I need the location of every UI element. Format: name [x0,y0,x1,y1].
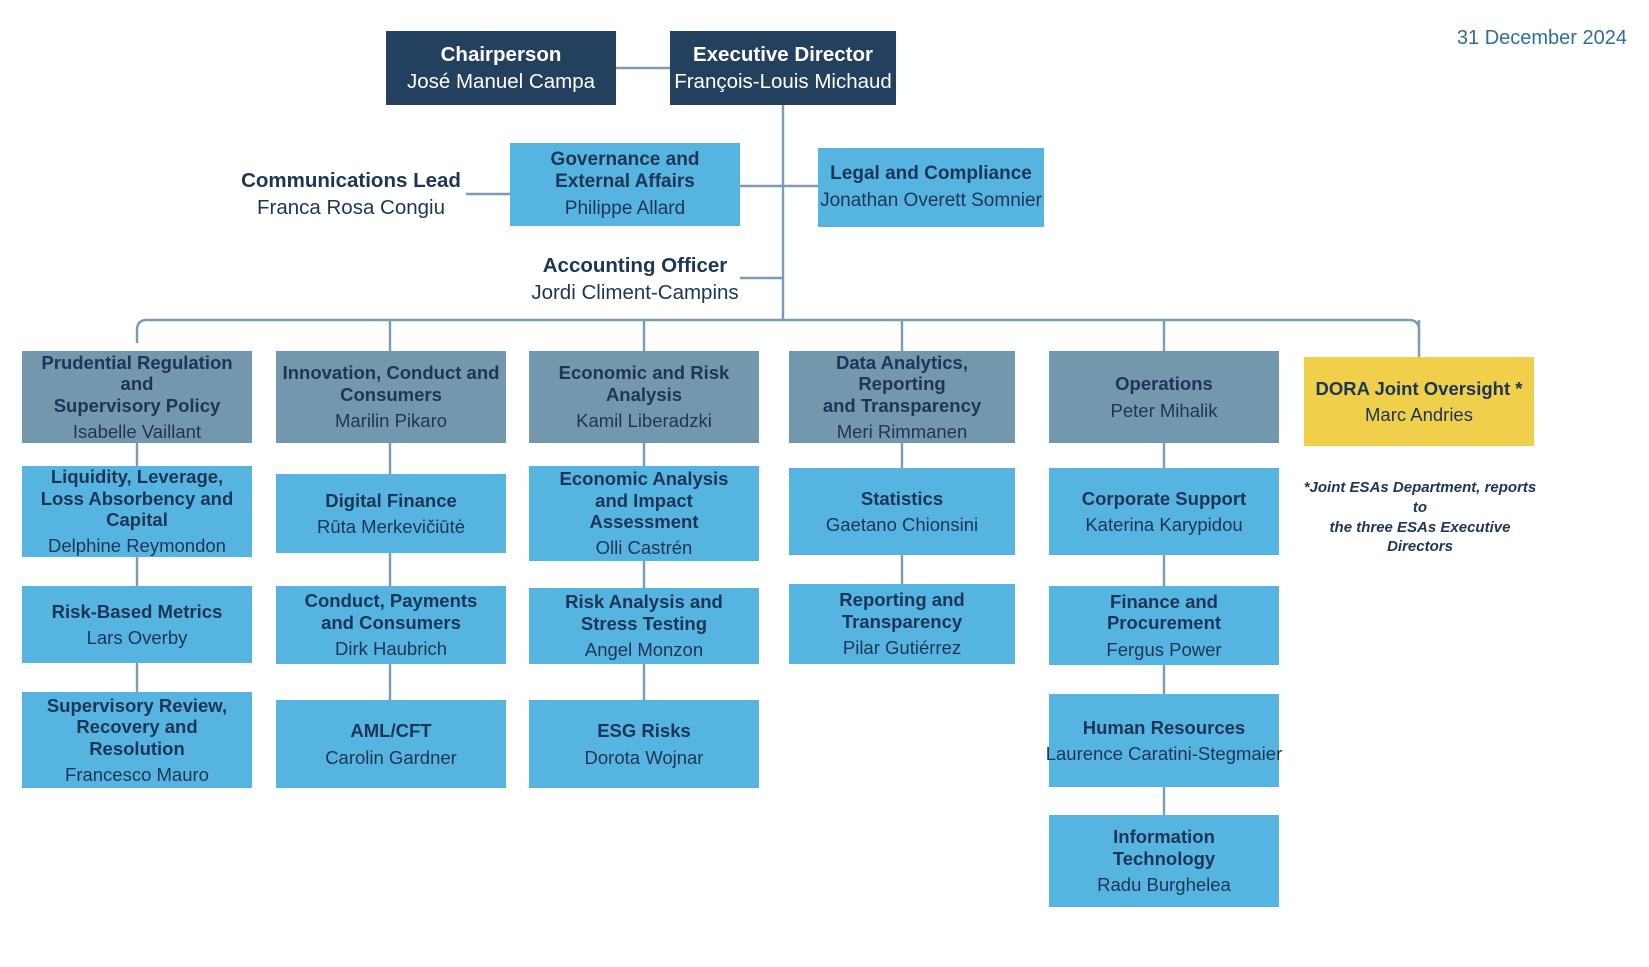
department-prudential-regulation-and-supervisory-policy[interactable]: Prudential Regulation and Supervisory Po… [22,351,252,443]
unit-human-resources[interactable]: Human Resources Laurence Caratini-Stegma… [1046,694,1282,787]
node-person: Kamil Liberadzki [576,410,712,432]
node-person: Fergus Power [1106,638,1222,660]
unit-information-technology[interactable]: Information Technology Radu Burghelea [1049,815,1279,907]
node-person: Delphine Reymondon [48,535,226,557]
node-title: AML/CFT [350,720,432,742]
node-person: Francesco Mauro [65,763,209,785]
node-legal-and-compliance[interactable]: Legal and Compliance Jonathan Overett So… [818,148,1044,227]
node-title: Economic Analysis and Impact Assessment [559,468,729,532]
node-person: Marilin Pikaro [334,410,448,432]
unit-digital-finance[interactable]: Digital Finance Rūta Merkevičiūtė [276,474,506,553]
node-person: Laurence Caratini-Stegmaier [1045,743,1283,764]
unit-reporting-and-transparency[interactable]: Reporting and Transparency Pilar Gutiérr… [789,584,1015,664]
department-operations[interactable]: Operations Peter Mihalik [1049,351,1279,443]
unit-liquidity-leverage-loss-absorbency-and-capital[interactable]: Liquidity, Leverage, Loss Absorbency and… [22,466,252,557]
node-person: Isabelle Vaillant [72,420,202,442]
unit-statistics[interactable]: Statistics Gaetano Chionsini [789,468,1015,555]
node-title: Digital Finance [325,489,457,511]
unit-economic-analysis-and-impact-assessment[interactable]: Economic Analysis and Impact Assessment … [529,466,759,561]
node-title: Risk-Based Metrics [51,600,223,622]
node-title: Data Analytics, Reporting and Transparen… [822,351,982,416]
node-title: Corporate Support [1081,487,1247,509]
node-title: Conduct, Payments and Consumers [304,590,478,633]
node-title: Risk Analysis and Stress Testing [565,591,723,634]
unit-risk-analysis-and-stress-testing[interactable]: Risk Analysis and Stress Testing Angel M… [529,588,759,664]
node-title: Information Technology [1112,826,1216,869]
unit-conduct-payments-and-consumers[interactable]: Conduct, Payments and Consumers Dirk Hau… [276,586,506,664]
node-title: ESG Risks [597,720,691,742]
department-dora-joint-oversight[interactable]: DORA Joint Oversight * Marc Andries [1304,357,1534,446]
node-title: Statistics [860,487,944,509]
node-person: Rūta Merkevičiūtė [316,516,466,537]
node-person: Dirk Haubrich [334,638,448,660]
node-accounting-officer[interactable]: Accounting Officer Jordi Climent-Campins [520,250,750,308]
node-title: Legal and Compliance [830,163,1032,185]
node-person: José Manuel Campa [406,69,595,93]
node-chairperson[interactable]: Chairperson José Manuel Campa [386,31,616,105]
node-title: Reporting and Transparency [839,589,965,632]
node-person: François-Louis Michaud [674,69,892,93]
node-governance-and-external-affairs[interactable]: Governance and External Affairs Philippe… [510,143,740,226]
unit-corporate-support[interactable]: Corporate Support Katerina Karypidou [1049,468,1279,555]
node-communications-lead[interactable]: Communications Lead Franca Rosa Congiu [236,157,466,231]
node-person: Philippe Allard [564,197,686,219]
unit-supervisory-review-recovery-and-resolution[interactable]: Supervisory Review, Recovery and Resolut… [22,692,252,788]
department-economic-and-risk-analysis[interactable]: Economic and Risk Analysis Kamil Liberad… [529,351,759,443]
node-person: Lars Overby [86,627,188,648]
node-executive-director[interactable]: Executive Director François-Louis Michau… [670,31,896,105]
node-title: Supervisory Review, Recovery and Resolut… [46,694,228,759]
node-title: Economic and Risk Analysis [558,362,730,405]
department-data-analytics-reporting-and-transparency[interactable]: Data Analytics, Reporting and Transparen… [789,351,1015,443]
node-person: Radu Burghelea [1097,874,1231,896]
node-person: Carolin Gardner [325,746,457,768]
node-title: Accounting Officer [542,253,728,277]
node-title: Innovation, Conduct and Consumers [282,362,500,405]
dora-footnote: *Joint ESAs Department, reports to the t… [1303,479,1537,556]
node-person: Meri Rimmanen [836,420,968,442]
node-person: Angel Monzon [584,639,704,661]
node-person: Franca Rosa Congiu [256,195,445,219]
unit-aml-cft[interactable]: AML/CFT Carolin Gardner [276,700,506,788]
node-title: DORA Joint Oversight * [1315,377,1523,399]
node-title: Chairperson [440,42,562,66]
node-title: Operations [1115,373,1213,395]
node-person: Jonathan Overett Somnier [820,189,1042,211]
node-person: Pilar Gutiérrez [842,637,962,659]
node-person: Katerina Karypidou [1085,514,1243,535]
chart-date-label: 31 December 2024 [1456,27,1627,49]
unit-finance-and-procurement[interactable]: Finance and Procurement Fergus Power [1049,586,1279,665]
node-title: Prudential Regulation and Supervisory Po… [41,351,233,416]
node-person: Jordi Climent-Campins [531,280,739,304]
unit-risk-based-metrics[interactable]: Risk-Based Metrics Lars Overby [22,586,252,663]
node-person: Peter Mihalik [1110,399,1218,421]
node-person: Dorota Wojnar [584,746,704,768]
node-title: Executive Director [692,42,874,66]
node-title: Communications Lead [241,168,461,192]
department-innovation-conduct-and-consumers[interactable]: Innovation, Conduct and Consumers Marili… [276,351,506,443]
node-person: Olli Castrén [595,537,693,559]
node-title: Governance and External Affairs [550,149,700,193]
node-person: Gaetano Chionsini [825,514,979,535]
node-title: Human Resources [1082,716,1246,738]
unit-esg-risks[interactable]: ESG Risks Dorota Wojnar [529,700,759,788]
node-title: Liquidity, Leverage, Loss Absorbency and… [40,466,234,530]
node-title: Finance and Procurement [1106,590,1222,634]
node-person: Marc Andries [1365,404,1473,425]
